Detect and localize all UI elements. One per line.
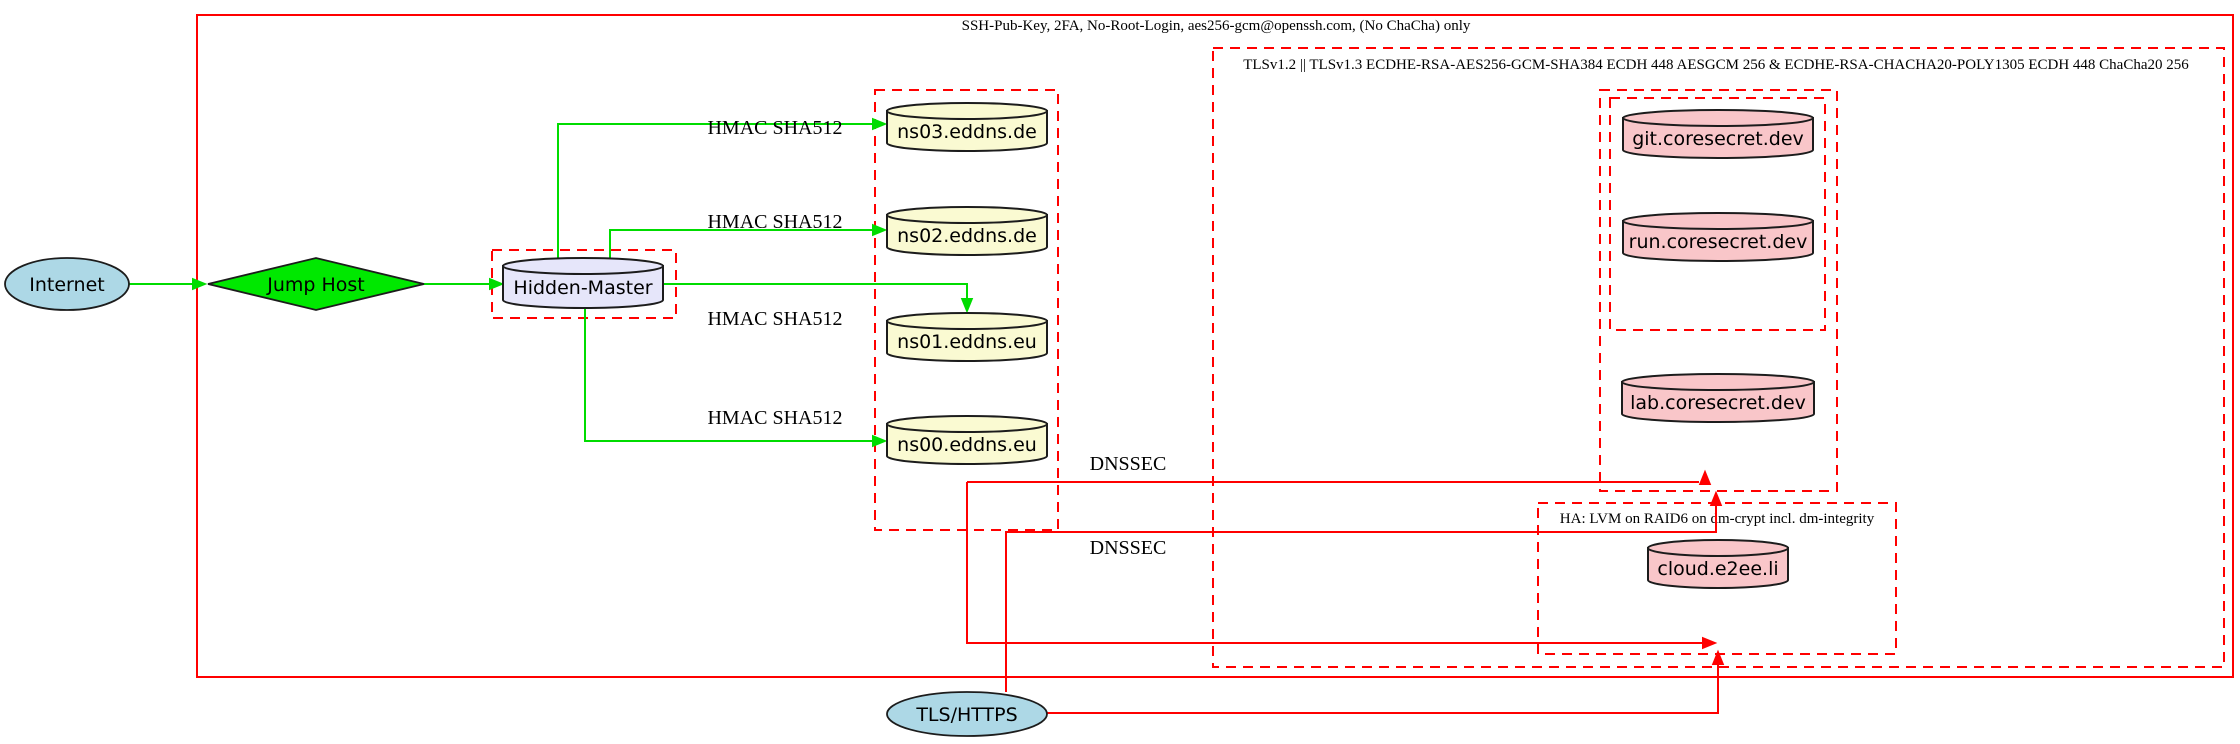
edge-dnssec-ha bbox=[966, 482, 1718, 650]
node-git-coresecret-lid bbox=[1622, 109, 1814, 127]
cluster-gitrun-border bbox=[1609, 97, 1826, 331]
edge-tlshttps-coresecret-line bbox=[1005, 505, 1717, 692]
edge-hiddenmaster-ns03-arrowhead-icon bbox=[872, 117, 888, 131]
edge-jumphost-hiddenmaster-arrowhead-icon bbox=[489, 277, 505, 291]
node-jump-host: Jump Host bbox=[207, 257, 425, 311]
node-hidden-master: Hidden-Master bbox=[502, 257, 664, 309]
node-lab-coresecret: lab.coresecret.dev bbox=[1621, 373, 1815, 423]
node-hidden-master-body bbox=[502, 265, 664, 309]
node-ns03-label: ns03.eddns.de bbox=[897, 121, 1037, 143]
edge-hiddenmaster-ns02-arrowhead-icon bbox=[872, 223, 888, 237]
edge-dnssec-coresecret bbox=[967, 469, 1712, 485]
cluster-ssh-policy-label: SSH-Pub-Key, 2FA, No-Root-Login, aes256-… bbox=[962, 18, 1471, 34]
label-hmac-sha512-3: HMAC SHA512 bbox=[707, 308, 842, 330]
edge-dnssec-ha-arrowhead-icon bbox=[1702, 636, 1718, 650]
node-ns01-body bbox=[886, 320, 1048, 362]
node-ns02-body bbox=[886, 214, 1048, 256]
node-ns00: ns00.eddns.eu bbox=[886, 415, 1048, 465]
node-lab-coresecret-label: lab.coresecret.dev bbox=[1630, 392, 1806, 414]
edge-jumphost-hiddenmaster bbox=[424, 277, 505, 291]
node-ns03-lid bbox=[886, 102, 1048, 120]
label-dnssec-1: DNSSEC bbox=[1090, 453, 1167, 475]
node-jump-host-label: Jump Host bbox=[266, 274, 365, 296]
node-run-coresecret-body bbox=[1622, 220, 1814, 262]
node-run-coresecret: run.coresecret.dev bbox=[1622, 212, 1814, 262]
edge-dnssec-coresecret-arrowhead-icon bbox=[1698, 469, 1712, 485]
node-cloud-e2ee-body bbox=[1647, 547, 1789, 589]
node-tls-https-label: TLS/HTTPS bbox=[915, 704, 1017, 726]
node-lab-coresecret-body bbox=[1621, 381, 1815, 423]
node-ns00-label: ns00.eddns.eu bbox=[897, 434, 1037, 456]
node-ns02: ns02.eddns.de bbox=[886, 206, 1048, 256]
node-git-coresecret-body bbox=[1622, 117, 1814, 159]
edge-hiddenmaster-ns00-arrowhead-icon bbox=[872, 434, 888, 448]
node-tls-https-shape bbox=[886, 691, 1048, 737]
cluster-ssh-policy-border bbox=[196, 14, 2234, 678]
node-ns01-lid bbox=[886, 312, 1048, 330]
edge-hiddenmaster-ns01-arrowhead-icon bbox=[960, 298, 974, 314]
edge-hiddenmaster-ns01-line bbox=[663, 283, 968, 299]
edge-hiddenmaster-ns00-line bbox=[584, 308, 873, 442]
node-ns01-label: ns01.eddns.eu bbox=[897, 331, 1037, 353]
node-ns00-body bbox=[886, 423, 1048, 465]
node-ns03: ns03.eddns.de bbox=[886, 102, 1048, 152]
label-hmac-sha512-2: HMAC SHA512 bbox=[707, 211, 842, 233]
edge-dnssec-ha-line bbox=[966, 482, 1703, 644]
label-hmac-sha512-1: HMAC SHA512 bbox=[707, 117, 842, 139]
edge-hiddenmaster-ns03 bbox=[557, 117, 888, 258]
edge-hiddenmaster-ns02 bbox=[609, 223, 888, 258]
edge-tlshttps-ha bbox=[1045, 649, 1725, 714]
node-ns03-body bbox=[886, 110, 1048, 152]
label-dnssec-2: DNSSEC bbox=[1090, 537, 1167, 559]
node-lab-coresecret-lid bbox=[1621, 373, 1815, 391]
edge-hiddenmaster-ns03-line bbox=[557, 123, 873, 258]
node-internet-label: Internet bbox=[29, 274, 104, 296]
node-git-coresecret-label: git.coresecret.dev bbox=[1632, 128, 1804, 150]
cluster-ssh-policy: SSH-Pub-Key, 2FA, No-Root-Login, aes256-… bbox=[196, 14, 2234, 678]
cluster-gitrun bbox=[1609, 97, 1826, 331]
node-ns02-label: ns02.eddns.de bbox=[897, 225, 1037, 247]
node-ns00-lid bbox=[886, 415, 1048, 433]
node-cloud-e2ee-label: cloud.e2ee.li bbox=[1657, 558, 1778, 580]
cluster-tls-policy-border bbox=[1212, 47, 2225, 668]
cluster-coresecret-border bbox=[1599, 89, 1838, 492]
edge-tlshttps-ha-arrowhead-icon bbox=[1711, 649, 1725, 665]
edge-internet-jumphost bbox=[129, 277, 208, 291]
node-ns02-lid bbox=[886, 206, 1048, 224]
edge-tlshttps-coresecret bbox=[1005, 490, 1723, 692]
edge-tlshttps-coresecret-arrowhead-icon bbox=[1709, 490, 1723, 506]
cluster-tls-policy-label: TLSv1.2 || TLSv1.3 ECDHE-RSA-AES256-GCM-… bbox=[1243, 57, 2189, 73]
node-git-coresecret: git.coresecret.dev bbox=[1622, 109, 1814, 159]
node-ns01: ns01.eddns.eu bbox=[886, 312, 1048, 362]
node-hidden-master-label: Hidden-Master bbox=[513, 277, 652, 299]
node-tls-https: TLS/HTTPS bbox=[886, 691, 1048, 737]
cluster-ha-label: HA: LVM on RAID6 on dm-crypt incl. dm-in… bbox=[1560, 511, 1875, 527]
node-run-coresecret-label: run.coresecret.dev bbox=[1629, 231, 1808, 253]
label-hmac-sha512-4: HMAC SHA512 bbox=[707, 407, 842, 429]
edge-tlshttps-ha-line bbox=[1045, 664, 1719, 714]
node-cloud-e2ee: cloud.e2ee.li bbox=[1647, 539, 1789, 589]
edge-internet-jumphost-arrowhead-icon bbox=[192, 277, 208, 291]
edge-hiddenmaster-ns01 bbox=[663, 283, 974, 314]
node-jump-host-shape bbox=[207, 257, 425, 311]
cluster-coresecret bbox=[1599, 89, 1838, 492]
node-hidden-master-lid bbox=[502, 257, 664, 275]
node-internet: Internet bbox=[4, 257, 130, 311]
edge-hiddenmaster-ns00 bbox=[584, 308, 888, 448]
node-internet-shape bbox=[4, 257, 130, 311]
node-cloud-e2ee-lid bbox=[1647, 539, 1789, 557]
edge-hiddenmaster-ns02-line bbox=[609, 229, 873, 258]
cluster-tls-policy: TLSv1.2 || TLSv1.3 ECDHE-RSA-AES256-GCM-… bbox=[1212, 47, 2225, 668]
node-run-coresecret-lid bbox=[1622, 212, 1814, 230]
